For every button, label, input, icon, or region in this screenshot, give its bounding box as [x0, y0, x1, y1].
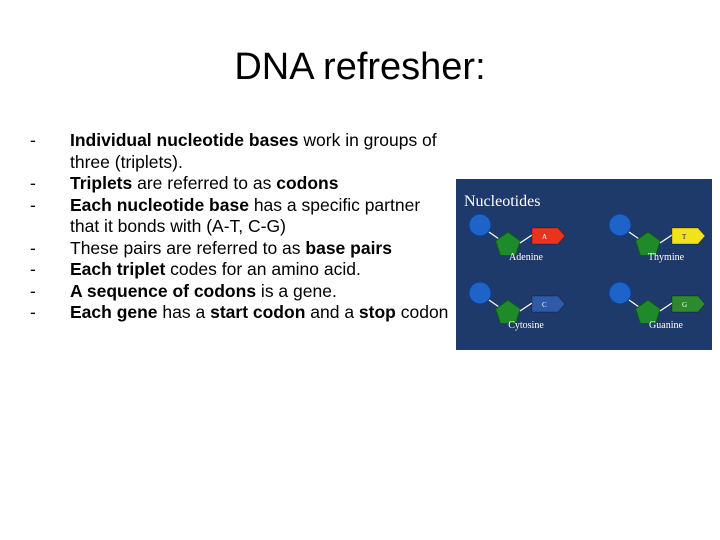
- figure-heading: Nucleotides: [464, 193, 541, 210]
- bullet-text: has a: [157, 302, 211, 322]
- phosphate-circle: [608, 281, 632, 305]
- bullet-marker: -: [30, 130, 36, 150]
- bullet-text: codes for an amino acid.: [165, 259, 361, 279]
- bullet-item: - These pairs are referred to as base pai…: [30, 238, 450, 260]
- base-letter: C: [542, 301, 547, 309]
- bullet-bold-text: Each gene: [70, 302, 158, 322]
- base-bond: [519, 234, 533, 244]
- phosphate-bond: [628, 299, 640, 308]
- bullet-marker: -: [30, 280, 36, 301]
- nucleotide-name: Guanine: [649, 320, 683, 331]
- bullet-marker: -: [30, 237, 36, 258]
- bullet-text: are referred to as: [132, 173, 277, 193]
- sugar-pentagon: [635, 231, 661, 256]
- phosphate-circle: [608, 213, 632, 237]
- bullet-item: - Triplets are referred to as codons: [30, 173, 450, 195]
- base-letter: T: [682, 233, 687, 241]
- bullet-text: codon: [395, 302, 449, 322]
- bullet-marker: -: [30, 259, 36, 279]
- bullet-bold-text: stop: [358, 302, 396, 322]
- base-letter: A: [542, 233, 547, 241]
- bullet-item: - Each nucleotide base has a specific par…: [30, 195, 450, 238]
- base-bond: [519, 302, 533, 312]
- bullet-bold-text: codons: [276, 173, 339, 193]
- bullet-item: -Each gene has a start codon and a stop …: [30, 302, 450, 324]
- base-bond: [659, 302, 673, 312]
- bullet-marker: -: [30, 194, 36, 215]
- bullet-list: - Individual nucleotide bases work in gro…: [30, 130, 450, 324]
- bullet-item: - Each triplet codes for an amino acid.: [30, 259, 450, 281]
- bullet-bold-text: A sequence of codons: [70, 280, 257, 301]
- phosphate-circle: [468, 213, 492, 237]
- bullet-item: - Individual nucleotide bases work in gro…: [30, 130, 450, 173]
- nucleotide-name: Thymine: [648, 252, 685, 263]
- nucleotide-name: Adenine: [509, 252, 543, 263]
- base-tag: [671, 227, 706, 245]
- phosphate-bond: [488, 231, 500, 240]
- sugar-pentagon: [495, 299, 521, 324]
- bullet-bold-text: Individual nucleotide bases: [70, 130, 299, 150]
- phosphate-circle: [468, 281, 492, 305]
- bullet-marker: -: [30, 173, 36, 193]
- bullet-bold-text: start codon: [210, 302, 306, 322]
- base-tag: [671, 295, 706, 313]
- base-tag: [531, 295, 566, 313]
- bullet-item: - A sequence of codons is a gene.: [30, 281, 450, 303]
- bullet-bold-text: Each nucleotide base: [70, 194, 249, 215]
- phosphate-bond: [488, 299, 500, 308]
- bullet-text: and a: [305, 302, 359, 322]
- bullet-bold-text: Each triplet: [70, 259, 166, 279]
- slide-title: DNA refresher:: [234, 46, 486, 88]
- sugar-pentagon: [495, 231, 521, 256]
- bullet-text: has a specific partner that it bonds wit…: [70, 194, 421, 237]
- bullet-bold-text: base pairs: [305, 237, 392, 258]
- bullet-text: These pairs are referred to as: [70, 237, 306, 258]
- bullet-text: is a gene.: [256, 280, 337, 301]
- base-bond: [659, 234, 673, 244]
- bullet-bold-text: Triplets: [70, 173, 133, 193]
- base-tag: [531, 227, 566, 245]
- bullet-text: work in groups of three (triplets).: [70, 130, 437, 172]
- bullet-marker: -: [30, 302, 36, 322]
- sugar-pentagon: [635, 299, 661, 324]
- phosphate-bond: [628, 231, 640, 240]
- base-letter: G: [682, 301, 687, 309]
- nucleotide-name: Cytosine: [508, 320, 544, 331]
